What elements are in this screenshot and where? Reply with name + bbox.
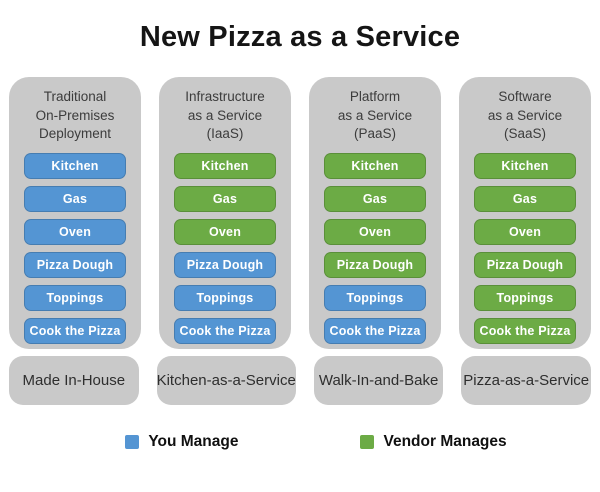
column-header-line: Traditional: [43, 89, 107, 104]
stack-item: Oven: [174, 218, 276, 245]
column-header-line: (SaaS): [503, 126, 547, 141]
stack-item: Pizza Dough: [324, 251, 426, 278]
legend-swatch-blue: [125, 435, 140, 449]
stack-items: Kitchen Gas Oven Pizza Dough Toppings Co…: [24, 152, 126, 344]
column-header-line: as a Service: [187, 107, 263, 123]
column-header-line: On-Premises: [35, 107, 115, 123]
pizza-as-a-service-diagram: New Pizza as a Service Traditional On-Pr…: [0, 21, 600, 492]
column-header-line: Deployment: [38, 126, 112, 141]
stack-item: Gas: [174, 185, 276, 212]
stack-item: Oven: [324, 218, 426, 245]
stack-item: Toppings: [24, 284, 126, 311]
stack-item: Oven: [474, 218, 576, 245]
stack-item: Pizza Dough: [24, 251, 126, 278]
legend-vendor-manages: Vendor Manages: [360, 433, 507, 451]
stack-item: Cook the Pizza: [174, 317, 276, 344]
column-header-line: Platform: [349, 89, 401, 104]
stack-item: Kitchen: [474, 152, 576, 179]
footer-row: Made In-House Kitchen-as-a-Service Walk-…: [0, 356, 600, 405]
column-header-line: as a Service: [487, 107, 563, 123]
stack-item: Cook the Pizza: [324, 317, 426, 344]
columns-row: Traditional On-Premises Deployment Kitch…: [0, 77, 600, 349]
footer-box-pizza-as-a-service: Pizza-as-a-Service: [461, 356, 591, 405]
column-header-line: Software: [498, 89, 552, 104]
stack-item: Cook the Pizza: [474, 317, 576, 344]
stack-item: Kitchen: [24, 152, 126, 179]
column-header-line: (IaaS): [206, 126, 244, 141]
stack-items: Kitchen Gas Oven Pizza Dough Toppings Co…: [324, 152, 426, 344]
legend: You Manage Vendor Manages: [0, 433, 600, 451]
column-saas: Software as a Service (SaaS) Kitchen Gas…: [459, 77, 591, 349]
column-header: Infrastructure as a Service (IaaS): [174, 88, 276, 144]
footer-box-made-in-house: Made In-House: [9, 356, 139, 405]
legend-you-manage: You Manage: [125, 433, 238, 451]
stack-item: Toppings: [324, 284, 426, 311]
stack-item: Kitchen: [174, 152, 276, 179]
stack-item: Cook the Pizza: [24, 317, 126, 344]
stack-item: Oven: [24, 218, 126, 245]
column-header: Traditional On-Premises Deployment: [24, 88, 126, 144]
stack-item: Toppings: [174, 284, 276, 311]
stack-items: Kitchen Gas Oven Pizza Dough Toppings Co…: [474, 152, 576, 344]
column-header: Platform as a Service (PaaS): [324, 88, 426, 144]
footer-box-walk-in-and-bake: Walk-In-and-Bake: [313, 356, 444, 405]
stack-item: Pizza Dough: [174, 251, 276, 278]
stack-item: Pizza Dough: [474, 251, 576, 278]
column-iaas: Infrastructure as a Service (IaaS) Kitch…: [159, 77, 291, 349]
stack-item: Kitchen: [324, 152, 426, 179]
column-traditional-on-premises: Traditional On-Premises Deployment Kitch…: [9, 77, 141, 349]
column-paas: Platform as a Service (PaaS) Kitchen Gas…: [309, 77, 441, 349]
legend-label: You Manage: [148, 433, 239, 450]
stack-item: Gas: [474, 185, 576, 212]
column-header-line: (PaaS): [353, 126, 397, 141]
stack-item: Toppings: [474, 284, 576, 311]
stack-item: Gas: [324, 185, 426, 212]
column-header: Software as a Service (SaaS): [474, 88, 576, 144]
column-header-line: as a Service: [337, 107, 413, 123]
footer-box-kitchen-as-a-service: Kitchen-as-a-Service: [156, 356, 296, 405]
stack-item: Gas: [24, 185, 126, 212]
page-title: New Pizza as a Service: [139, 21, 461, 53]
legend-swatch-green: [360, 435, 375, 449]
stack-items: Kitchen Gas Oven Pizza Dough Toppings Co…: [174, 152, 276, 344]
column-header-line: Infrastructure: [185, 89, 265, 104]
legend-label: Vendor Manages: [383, 433, 507, 450]
